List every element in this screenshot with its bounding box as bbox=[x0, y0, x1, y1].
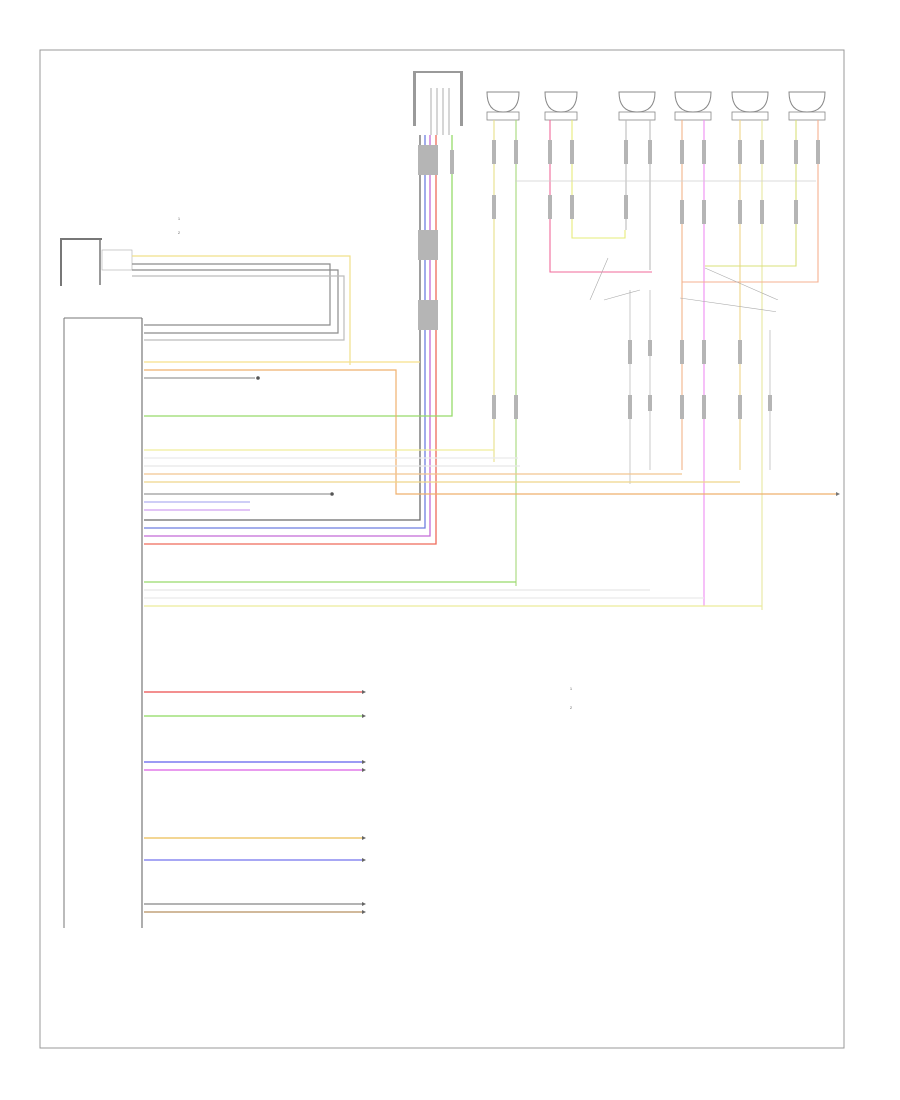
lower-output-wires bbox=[144, 691, 362, 913]
pin-dots bbox=[256, 376, 334, 496]
ground-arrow bbox=[836, 492, 840, 496]
shield-wires bbox=[132, 255, 351, 365]
speaker-right-rear bbox=[731, 91, 769, 121]
svg-text:2: 2 bbox=[178, 231, 180, 235]
speaker-wires bbox=[493, 120, 819, 610]
wire-code-marks bbox=[492, 140, 820, 419]
speaker-right-front bbox=[674, 91, 712, 121]
legend: 1 2 bbox=[570, 687, 572, 710]
module-pin-wires bbox=[144, 361, 836, 607]
antenna-amp-connector bbox=[413, 71, 463, 135]
svg-text:2: 2 bbox=[570, 706, 572, 710]
svg-text:1: 1 bbox=[178, 217, 180, 221]
speaker-left-front bbox=[618, 91, 656, 121]
bundle-code-marks bbox=[418, 145, 454, 330]
diagram-frame bbox=[39, 49, 845, 1049]
speaker-left-rear bbox=[486, 91, 520, 121]
audio-control-module bbox=[63, 317, 143, 928]
speaker-left-tweeter bbox=[544, 91, 578, 121]
svg-text:1: 1 bbox=[570, 687, 572, 691]
speaker-right-tweeter bbox=[788, 91, 826, 121]
upper-left-connector: 1 2 bbox=[60, 217, 180, 286]
antenna-bundle bbox=[144, 135, 453, 545]
splice-labels bbox=[560, 257, 816, 350]
lower-output-arrows bbox=[362, 690, 366, 914]
